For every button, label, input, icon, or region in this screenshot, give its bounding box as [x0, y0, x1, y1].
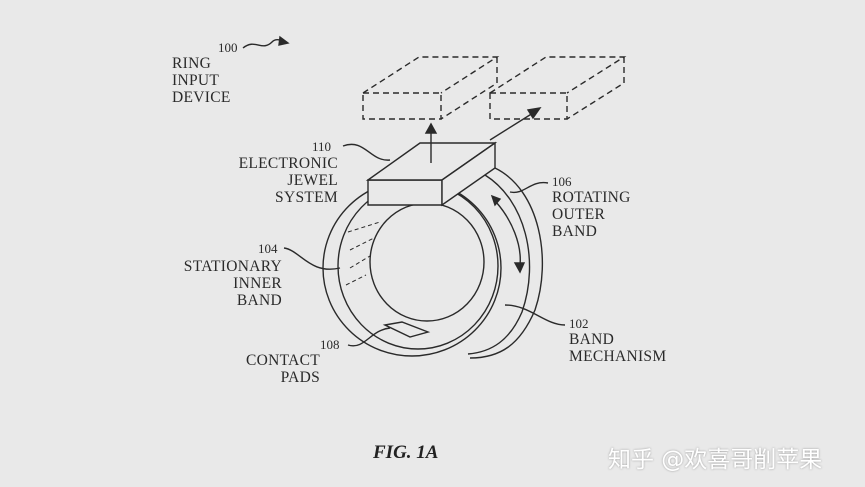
contact-pad — [382, 321, 431, 338]
rotation-arrow — [495, 201, 521, 266]
outer-band-back-inner — [467, 174, 531, 355]
leader-108 — [347, 327, 391, 347]
label-110-number: 110 — [312, 139, 332, 154]
inner-hole — [369, 202, 485, 322]
label-stationary-inner-band: STATIONARY INNER BAND — [183, 258, 282, 309]
label-ring-input-device: RING INPUT DEVICE — [172, 55, 231, 106]
up-arrowhead — [424, 122, 438, 134]
rotation-arrowhead-bottom — [513, 262, 526, 274]
outer-band-back — [469, 167, 544, 359]
label-106-number: 106 — [552, 174, 572, 189]
label-108-number: 108 — [320, 337, 340, 352]
leader-102 — [504, 304, 566, 326]
dashed-box-left — [362, 56, 500, 120]
diagonal-arrowhead — [526, 107, 542, 120]
arrowhead-100 — [278, 35, 290, 46]
label-100-number: 100 — [218, 40, 238, 55]
label-contact-pads: CONTACT PADS — [245, 352, 320, 386]
inner-band-hatch — [345, 221, 381, 286]
leader-106 — [509, 181, 549, 194]
dashed-box-right — [489, 56, 627, 120]
diagonal-arrow — [489, 112, 534, 141]
leader-110 — [342, 143, 391, 161]
ring-edge — [337, 182, 499, 350]
label-rotating-outer-band: ROTATING OUTER BAND — [552, 189, 631, 240]
rotation-arrowhead-top — [490, 194, 502, 207]
figure-caption: FIG. 1A — [373, 442, 439, 463]
leader-104 — [283, 247, 341, 270]
label-104-number: 104 — [258, 241, 278, 256]
label-102-number: 102 — [569, 316, 589, 331]
watermark: 知乎 @欢喜哥削苹果 — [608, 447, 823, 473]
label-band-mechanism: BAND MECHANISM — [569, 331, 667, 365]
label-electronic-jewel-system: ELECTRONIC JEWEL SYSTEM — [238, 155, 338, 206]
